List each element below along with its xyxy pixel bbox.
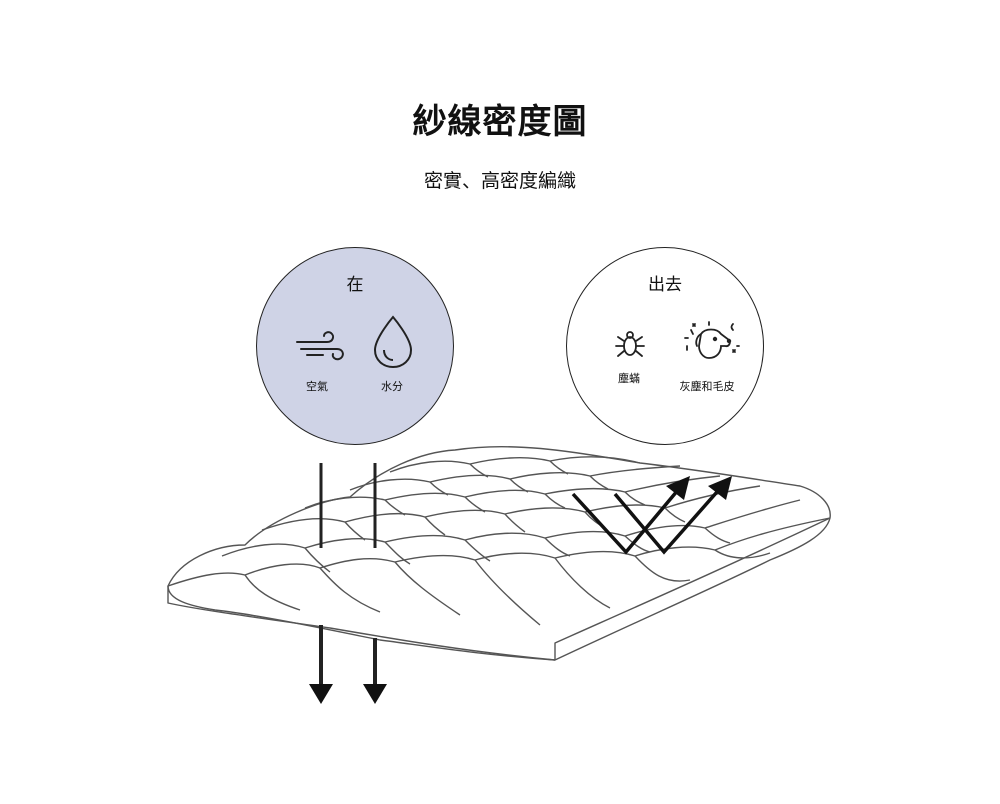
quilt-seam bbox=[319, 567, 381, 613]
dust-dander-label: 灰塵和毛皮 bbox=[679, 380, 735, 393]
quilt-row bbox=[221, 499, 801, 557]
wind-icon bbox=[296, 331, 344, 361]
quilt-seam bbox=[704, 527, 731, 544]
in-circle: 在 空氣 水分 bbox=[256, 247, 454, 445]
diagram-subtitle: 密實、高密度編織 bbox=[423, 170, 576, 192]
fabric-front-edge bbox=[167, 586, 556, 661]
out-circle-title: 出去 bbox=[648, 275, 682, 295]
quilt-row bbox=[167, 517, 831, 587]
inflow-arrowhead bbox=[363, 684, 387, 704]
quilt-seam bbox=[634, 555, 691, 582]
quilt-seam bbox=[469, 463, 489, 478]
quilt-seam bbox=[544, 537, 571, 557]
out-circle: 出去 塵蟎 灰塵和毛皮 bbox=[566, 247, 764, 445]
quilt-seam bbox=[424, 516, 446, 536]
quilt-seam bbox=[474, 559, 541, 626]
bounce-arrow bbox=[571, 482, 685, 555]
quilt-seam bbox=[384, 499, 406, 516]
quilt-seam bbox=[664, 507, 686, 523]
quilt-seam bbox=[464, 539, 491, 562]
quilt-seam bbox=[429, 481, 449, 496]
dust-mite-label: 塵蟎 bbox=[618, 372, 640, 385]
quilt-seam bbox=[589, 475, 609, 490]
water-drop-icon bbox=[373, 315, 413, 369]
bounce-arrowhead bbox=[666, 476, 690, 500]
quilt-seam bbox=[624, 535, 651, 553]
quilt-seam bbox=[509, 478, 529, 493]
quilt-seam bbox=[244, 574, 301, 611]
diagram-title: 紗線密度圖 bbox=[412, 102, 588, 142]
dog-dander-icon bbox=[684, 321, 740, 359]
dust-mite-icon bbox=[615, 331, 645, 357]
quilt-row bbox=[389, 456, 641, 473]
moisture-label: 水分 bbox=[381, 380, 403, 393]
quilt-row bbox=[304, 475, 721, 509]
in-circle-title: 在 bbox=[346, 275, 364, 295]
quilt-seam bbox=[394, 561, 461, 616]
fabric-side-edge bbox=[554, 517, 831, 660]
bounce-arrows bbox=[571, 476, 732, 555]
quilt-seam bbox=[504, 513, 526, 533]
quilt-seam bbox=[554, 557, 611, 609]
bounce-arrow bbox=[613, 482, 726, 555]
quilt-seam bbox=[549, 460, 569, 475]
quilt-seam bbox=[464, 496, 486, 513]
quilt-seam bbox=[304, 547, 331, 573]
quilt-seam bbox=[344, 521, 366, 541]
quilt-seam bbox=[544, 493, 566, 509]
air-label: 空氣 bbox=[306, 380, 328, 393]
inflow-arrows bbox=[309, 463, 387, 704]
quilt-seam bbox=[384, 541, 411, 565]
inflow-arrowhead bbox=[309, 684, 333, 704]
quilt-seam bbox=[624, 491, 646, 506]
bounce-arrowhead bbox=[708, 476, 732, 500]
quilt-seam bbox=[714, 549, 771, 559]
quilted-fabric bbox=[167, 446, 831, 661]
